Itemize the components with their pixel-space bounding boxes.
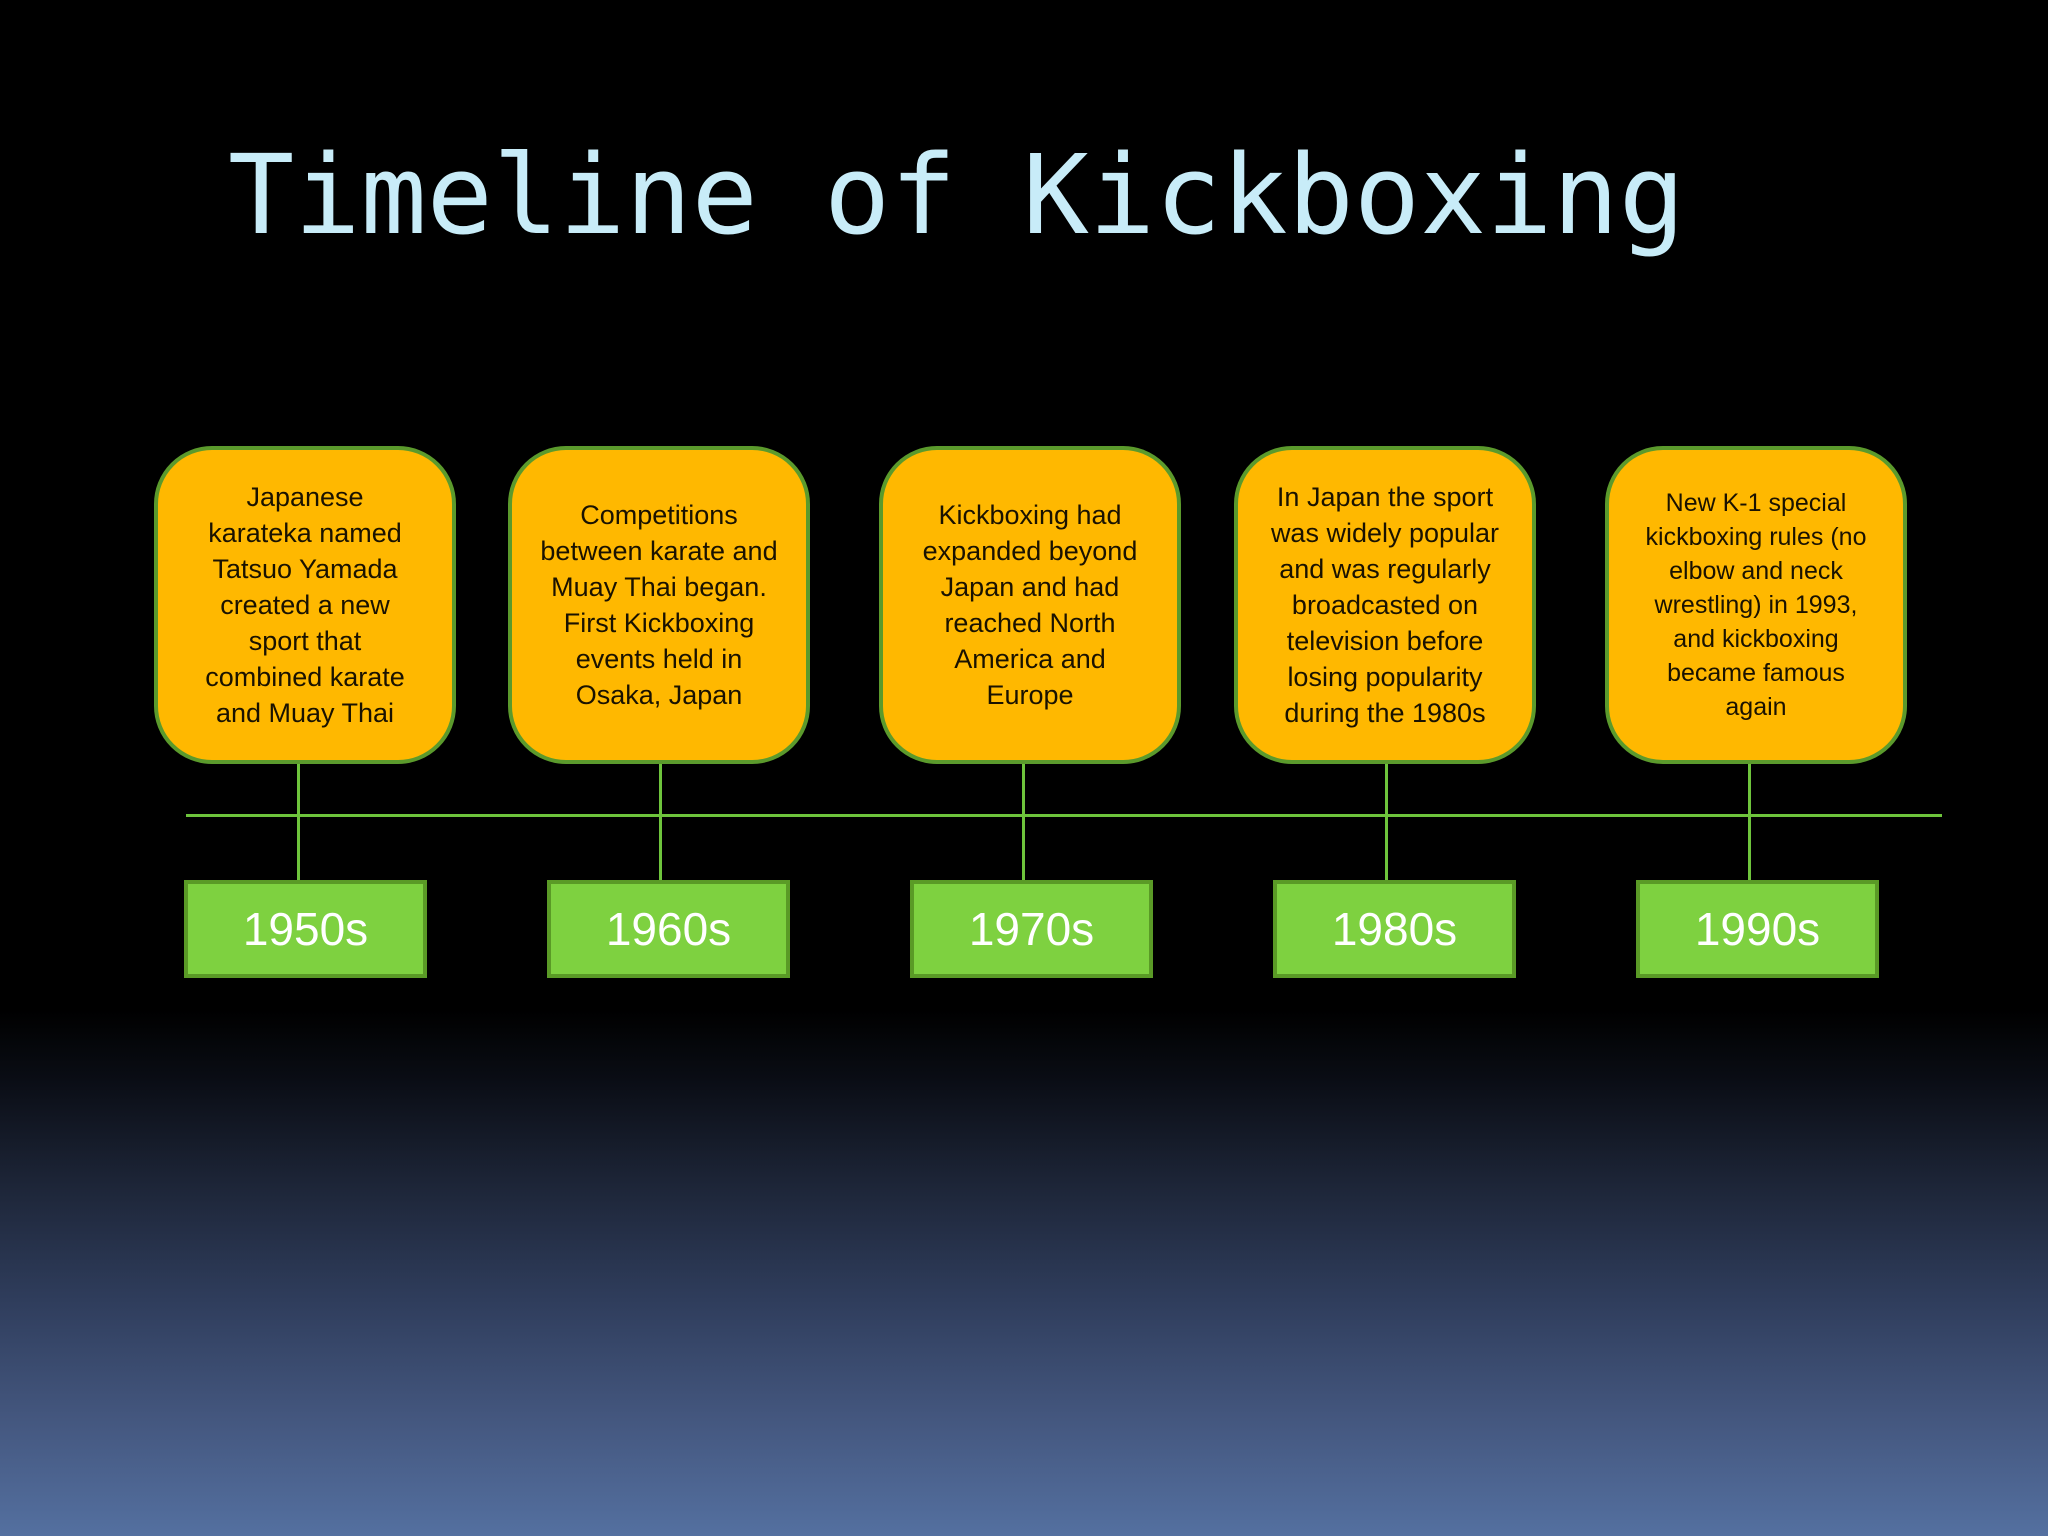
decade-box-1950s: 1950s — [184, 880, 427, 978]
connector-event-1970s — [1022, 764, 1025, 814]
decade-label-1970s: 1970s — [968, 903, 1095, 955]
decade-label-1950s: 1950s — [242, 903, 369, 955]
event-box-1960s: Competitions between karate and Muay Tha… — [508, 446, 810, 764]
timeline-axis — [186, 814, 1942, 817]
connector-event-1980s — [1385, 764, 1388, 814]
decade-box-1960s: 1960s — [547, 880, 790, 978]
event-text-1980s: In Japan the sport was widely popular an… — [1270, 482, 1500, 728]
event-text-1960s: Competitions between karate and Muay Tha… — [540, 500, 778, 710]
connector-decade-1990s — [1748, 817, 1751, 880]
slide-title: Timeline of Kickboxing — [228, 131, 1685, 259]
event-text-1950s: Japanese karateka named Tatsuo Yamada cr… — [205, 482, 405, 728]
decade-box-1990s: 1990s — [1636, 880, 1879, 978]
connector-event-1950s — [297, 764, 300, 814]
connector-event-1960s — [659, 764, 662, 814]
connector-decade-1960s — [659, 817, 662, 880]
decade-label-1980s: 1980s — [1331, 903, 1458, 955]
connector-decade-1950s — [297, 817, 300, 880]
connector-event-1990s — [1748, 764, 1751, 814]
event-box-1950s: Japanese karateka named Tatsuo Yamada cr… — [154, 446, 456, 764]
event-box-1980s: In Japan the sport was widely popular an… — [1234, 446, 1536, 764]
event-box-1970s: Kickboxing had expanded beyond Japan and… — [879, 446, 1181, 764]
decade-label-1990s: 1990s — [1694, 903, 1821, 955]
decade-label-1960s: 1960s — [605, 903, 732, 955]
connector-decade-1980s — [1385, 817, 1388, 880]
connector-decade-1970s — [1022, 817, 1025, 880]
event-text-1990s: New K-1 special kickboxing rules (no elb… — [1645, 489, 1867, 721]
decade-box-1970s: 1970s — [910, 880, 1153, 978]
event-text-1970s: Kickboxing had expanded beyond Japan and… — [922, 500, 1138, 710]
event-box-1990s: New K-1 special kickboxing rules (no elb… — [1605, 446, 1907, 764]
decade-box-1980s: 1980s — [1273, 880, 1516, 978]
